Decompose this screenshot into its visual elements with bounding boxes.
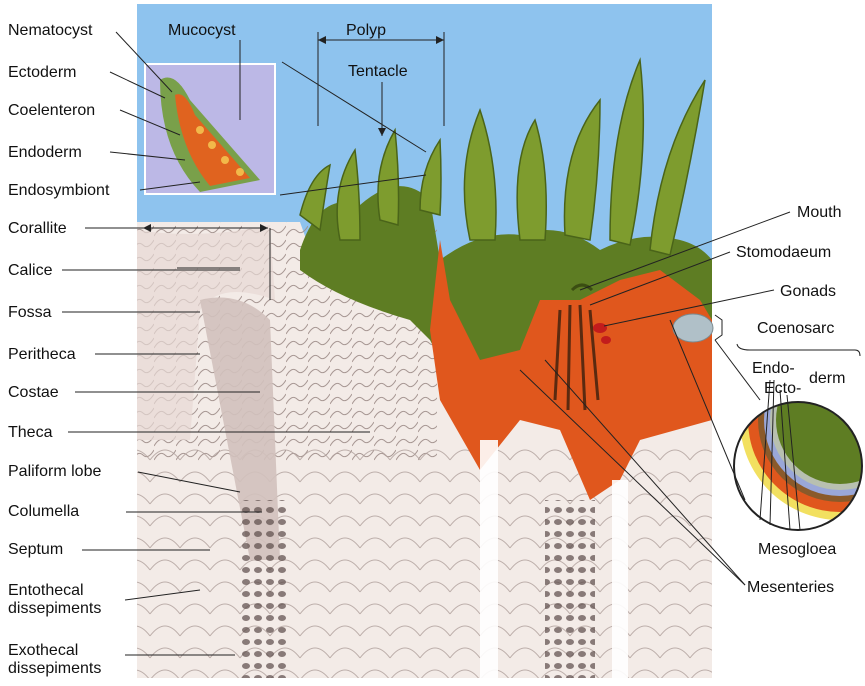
label-columella: Columella (8, 503, 79, 521)
gonads-shape-2 (601, 336, 611, 344)
label-corallite: Corallite (8, 220, 67, 238)
label-entothecal-dissepiments: Entothecal dissepiments (8, 582, 128, 618)
label-endoderm: Endoderm (8, 144, 82, 162)
skeleton-column-2 (612, 480, 628, 678)
label-fossa: Fossa (8, 304, 52, 322)
label-calice: Calice (8, 262, 52, 280)
label-stomodaeum: Stomodaeum (736, 244, 831, 262)
label-mouth: Mouth (797, 204, 841, 222)
label-septum: Septum (8, 541, 63, 559)
label-peritheca: Peritheca (8, 346, 76, 364)
label-nematocyst: Nematocyst (8, 22, 92, 40)
coenosarc-tissue (673, 314, 713, 342)
label-gonads: Gonads (780, 283, 836, 301)
label-endo: Endo- (752, 360, 795, 378)
label-mesogloea: Mesogloea (758, 541, 836, 559)
label-endosymbiont: Endosymbiont (8, 182, 109, 200)
label-coenosarc: Coenosarc (757, 320, 834, 338)
label-mucocyst: Mucocyst (168, 22, 236, 40)
columella-texture (240, 500, 290, 678)
columella-right-texture (545, 500, 595, 678)
tissue-layer-closeup (734, 320, 865, 530)
label-derm: derm (809, 370, 845, 388)
label-costae: Costae (8, 384, 59, 402)
label-polyp: Polyp (346, 22, 386, 40)
label-tentacle: Tentacle (348, 63, 408, 81)
label-paliform-lobe: Paliform lobe (8, 463, 101, 481)
gonads-shape (593, 323, 607, 333)
label-exothecal-dissepiments: Exothecal dissepiments (8, 642, 128, 678)
skeleton-column (480, 440, 498, 678)
label-ecto: Ecto- (764, 380, 801, 398)
label-theca: Theca (8, 424, 52, 442)
label-ectoderm: Ectoderm (8, 64, 76, 82)
label-mesenteries: Mesenteries (747, 579, 834, 597)
label-coelenteron: Coelenteron (8, 102, 95, 120)
